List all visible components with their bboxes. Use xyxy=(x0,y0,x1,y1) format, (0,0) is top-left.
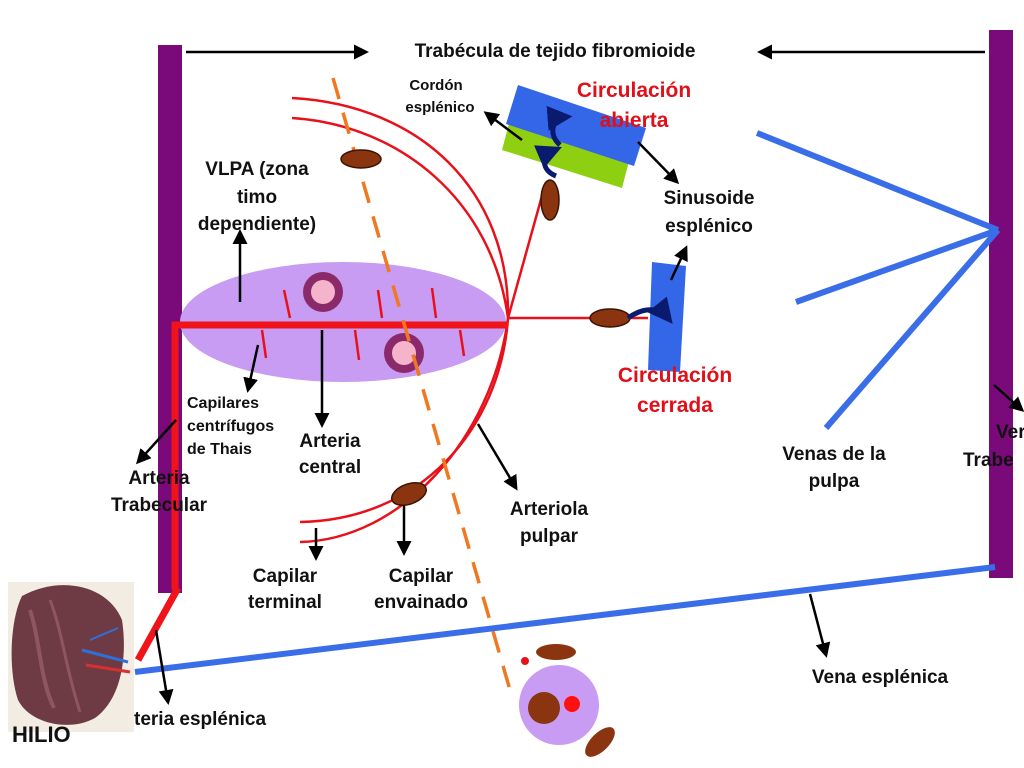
closed-flow-arrow xyxy=(626,296,673,324)
detail-arteriole xyxy=(528,692,560,724)
sinusoide-label-1: Sinusoide xyxy=(664,188,755,209)
arteria-trabecular-label-1: Arteria xyxy=(128,468,190,489)
detail-red-dot xyxy=(564,696,580,712)
right-trabecula xyxy=(989,30,1013,578)
arteria-esplenica-arrow xyxy=(154,629,174,705)
sinusoide-label-2: esplénico xyxy=(665,216,753,237)
venas-pulpa-label-2: pulpa xyxy=(809,471,860,492)
detail-red-dot-left xyxy=(521,657,529,665)
vlpa-label-1: VLPA (zona xyxy=(205,159,309,180)
arteria-trabecular-label-2: Trabecular xyxy=(111,495,208,516)
splenic-artery xyxy=(134,586,182,662)
capilar-envainado-label-2: envainado xyxy=(374,592,468,613)
spleen-thumbnail xyxy=(8,582,134,732)
cordon-arrow xyxy=(483,111,523,141)
capilar-terminal-label-2: terminal xyxy=(248,592,322,613)
capilares-arrow xyxy=(243,344,260,393)
arteriola-arrow xyxy=(476,423,518,491)
capilares-label-2: centrífugos xyxy=(187,418,274,435)
vena-esplenica-label: Vena esplénica xyxy=(812,667,949,688)
ellipsoid-open-circ xyxy=(540,179,560,221)
capilares-label-1: Capilares xyxy=(187,395,259,412)
ellipsoid-closed-circ xyxy=(589,308,631,328)
circ-cerrada-label-1: Circulación xyxy=(618,364,732,387)
vlpa-label-2: timo xyxy=(237,187,277,208)
detail-ellipsoid-top xyxy=(536,644,576,660)
open-sinusoid xyxy=(506,85,646,166)
arteria-central-label-2: central xyxy=(299,457,361,478)
vena-trabecular-label-2: Trabe xyxy=(963,450,1014,471)
ellipsoid-bottom xyxy=(390,482,428,506)
circ-abierta-label-2: abierta xyxy=(600,109,669,132)
splenic-vein xyxy=(134,564,996,675)
vena-trabecular-label-1: Ver xyxy=(996,422,1024,443)
capilar-terminal-label-1: Capilar xyxy=(253,566,318,587)
cordon-label-1: Cordón xyxy=(409,77,462,94)
vlpa-label-3: dependiente) xyxy=(198,214,316,235)
sinusoide-arrow xyxy=(637,141,680,185)
hilio-label: HILIO xyxy=(12,722,71,747)
vena-esplenica-arrow xyxy=(808,593,831,658)
arteria-esplenica-label: teria esplénica xyxy=(134,709,266,730)
arteriole-section-1 xyxy=(303,272,343,312)
vena-trabecular-arrow xyxy=(993,384,1024,412)
open-flow-arrow-2 xyxy=(533,145,562,179)
circ-cerrada-label-2: cerrada xyxy=(637,394,713,417)
arteria-central-label-1: Arteria xyxy=(299,431,361,452)
capilares-label-3: de Thais xyxy=(187,441,252,458)
trabecula-label: Trabécula de tejido fibromioide xyxy=(415,41,696,62)
arteriola-label-1: Arteriola xyxy=(510,499,589,520)
arteriola-label-2: pulpar xyxy=(520,526,579,547)
arteria-trabecular-arrow xyxy=(135,419,177,465)
sinusoide-closed-arrow xyxy=(669,245,688,281)
venas-pulpa-label-1: Venas de la xyxy=(782,444,886,465)
cordon-label-2: esplénico xyxy=(405,99,474,116)
trabecular-artery xyxy=(171,321,508,590)
centrifugal-capillaries xyxy=(260,287,466,361)
detail-ellipsoid-bottom xyxy=(585,727,615,757)
open-flow-arrow-1 xyxy=(546,105,573,147)
circ-abierta-label-1: Circulación xyxy=(577,79,691,102)
capilar-envainado-label-1: Capilar xyxy=(389,566,454,587)
pulp-veins xyxy=(755,130,1001,430)
ellipsoid-top xyxy=(340,149,382,169)
